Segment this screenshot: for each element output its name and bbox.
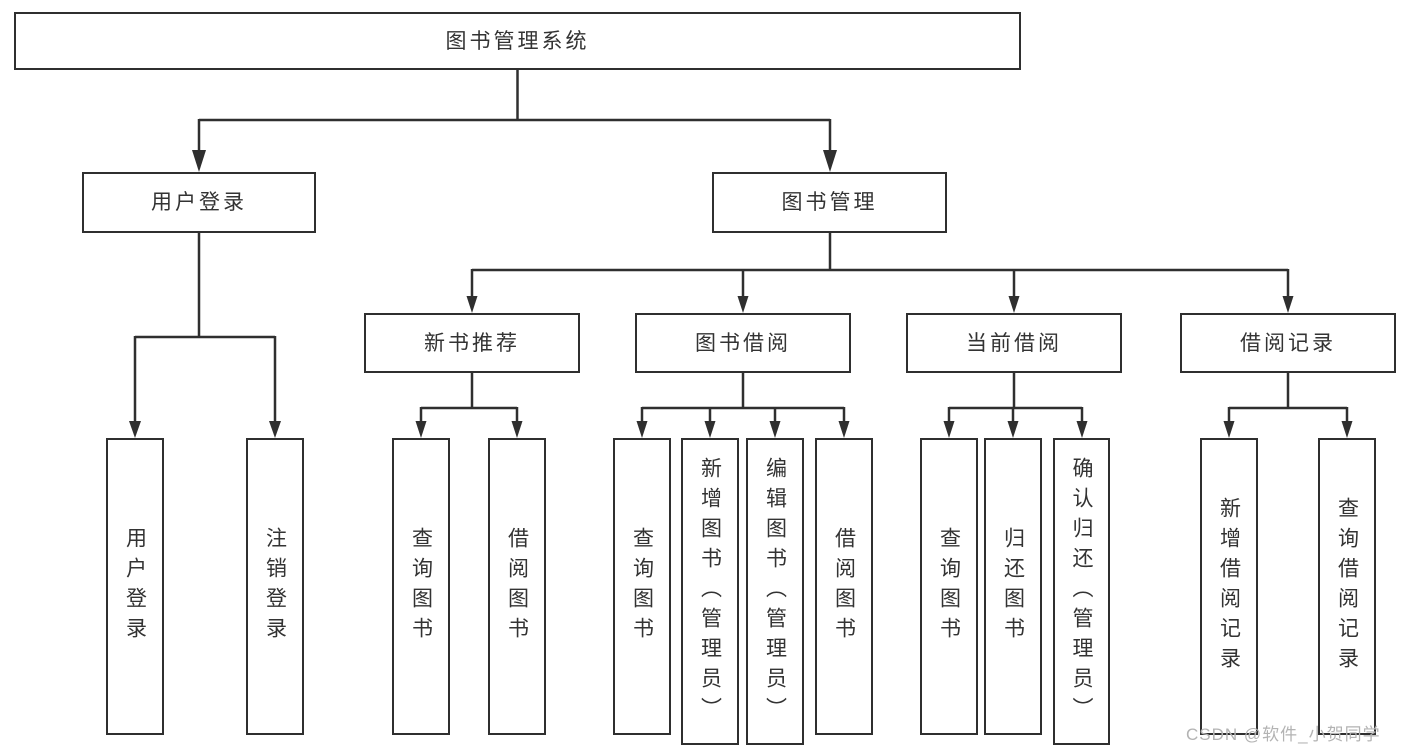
leaf-nbr-borrow-books: 借阅图书 [488, 438, 546, 735]
node-borrow-records: 借阅记录 [1180, 313, 1396, 373]
node-book-management: 图书管理 [712, 172, 947, 233]
leaf-bb-add-books-admin: 新增图书（管理员） [681, 438, 739, 745]
leaf-cb-confirm-return-admin: 确认归还（管理员） [1053, 438, 1110, 745]
leaf-br-query-record: 查询借阅记录 [1318, 438, 1376, 735]
leaf-bb-query-books: 查询图书 [613, 438, 671, 735]
leaf-cb-return-books: 归还图书 [984, 438, 1042, 735]
node-new-book-recommend: 新书推荐 [364, 313, 580, 373]
node-current-borrowing: 当前借阅 [906, 313, 1122, 373]
leaf-user-login: 用户登录 [106, 438, 164, 735]
node-book-borrowing: 图书借阅 [635, 313, 851, 373]
leaf-logout: 注销登录 [246, 438, 304, 735]
leaf-bb-edit-books-admin: 编辑图书（管理员） [746, 438, 804, 745]
leaf-nbr-query-books: 查询图书 [392, 438, 450, 735]
node-root-library-system: 图书管理系统 [14, 12, 1021, 70]
node-user-login: 用户登录 [82, 172, 316, 233]
leaf-bb-borrow-books: 借阅图书 [815, 438, 873, 735]
leaf-cb-query-books: 查询图书 [920, 438, 978, 735]
leaf-br-add-record: 新增借阅记录 [1200, 438, 1258, 735]
csdn-watermark: CSDN @软件_小贺同学 [1186, 725, 1381, 744]
